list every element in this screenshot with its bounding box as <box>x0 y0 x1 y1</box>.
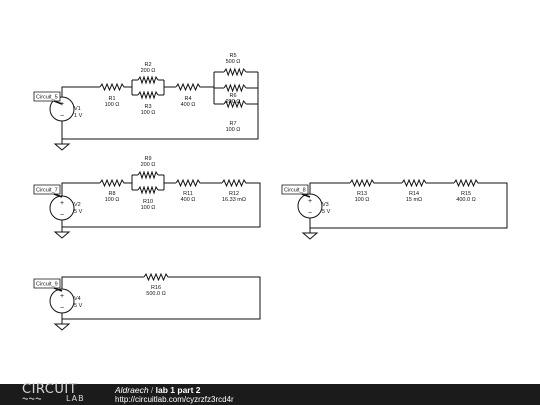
ground-icon <box>53 227 71 239</box>
resistor-r1[interactable] <box>99 82 126 92</box>
r3-value: 100 Ω <box>141 110 156 116</box>
voltage-source-v3[interactable]: + − <box>297 193 323 219</box>
resistor-r3[interactable] <box>137 90 159 100</box>
voltage-source-v2[interactable]: + − <box>49 195 75 221</box>
ground-icon <box>53 139 71 151</box>
breadcrumb-user-link[interactable]: Aldraech <box>115 385 149 395</box>
r9-name: R9 <box>144 156 151 162</box>
voltage-source-v4[interactable]: + − <box>49 288 75 314</box>
resistor-r15[interactable] <box>453 178 480 188</box>
r9-value: 200 Ω <box>141 162 156 168</box>
r11-value: 400 Ω <box>181 197 196 203</box>
resistor-r16[interactable] <box>143 272 170 282</box>
r7-value: 100 Ω <box>226 127 241 133</box>
flag-circuit-c-label: Circuit_8 <box>284 188 306 194</box>
v3-value: 5 V <box>322 209 331 215</box>
v2-value: 5 V <box>74 209 83 215</box>
flag-circuit-d-label: Circuit_9 <box>36 282 58 288</box>
circuit-a-wires <box>61 71 259 140</box>
r8-name: R8 <box>108 191 115 197</box>
plus-sign: + <box>60 293 64 300</box>
resistor-r4[interactable] <box>175 82 202 92</box>
v4-value: 5 V <box>74 303 83 309</box>
r16-value: 500.0 Ω <box>146 291 165 297</box>
circuit-c: R13 100 Ω R14 15 mΩ R15 400.0 Ω + − V3 5… <box>281 178 508 240</box>
r13-value: 100 Ω <box>355 197 370 203</box>
r3-name: R3 <box>144 104 151 110</box>
r15-name: R15 <box>461 191 471 197</box>
resistor-r11[interactable] <box>175 178 202 188</box>
resistor-r6[interactable] <box>223 83 247 93</box>
r4-name: R4 <box>184 96 191 102</box>
resistor-r9[interactable] <box>137 170 159 180</box>
footer-bar: CIRCUIT ⏦⏦⏦ LAB Aldraech / lab 1 part 2 … <box>0 382 540 405</box>
v3-name: V3 <box>322 202 329 208</box>
r2-value: 200 Ω <box>141 68 156 74</box>
r14-value: 15 mΩ <box>406 197 422 203</box>
r7-name: R7 <box>229 121 236 127</box>
circuit-d-wires <box>61 276 261 320</box>
resistor-r5[interactable] <box>223 67 247 77</box>
resistor-r14[interactable] <box>401 178 428 188</box>
v2-name: V2 <box>74 202 81 208</box>
minus-sign: − <box>60 212 64 219</box>
v1-name: V1 <box>74 106 81 112</box>
minus-sign: − <box>60 305 64 312</box>
plus-sign: + <box>60 101 64 108</box>
r1-value: 100 Ω <box>105 102 120 108</box>
r2-name: R2 <box>144 62 151 68</box>
circuit-c-wires <box>309 182 508 229</box>
share-url-link[interactable]: http://circuitlab.com/cyzrzfz3rcd4r <box>115 395 234 404</box>
breadcrumb-separator: / <box>148 385 156 395</box>
circuit-b: R8 100 Ω R9 200 Ω R10 100 Ω R11 400 Ω R1… <box>33 156 261 239</box>
flag-circuit-a-label: Circuit_5 <box>36 95 58 101</box>
logo-wave-icon: ⏦⏦⏦ <box>22 394 42 403</box>
ground-icon <box>53 319 71 331</box>
r10-name: R10 <box>143 199 153 205</box>
r5-value: 500 Ω <box>226 59 241 65</box>
r14-name: R14 <box>409 191 419 197</box>
resistor-r13[interactable] <box>349 178 376 188</box>
r12-name: R12 <box>229 191 239 197</box>
r10-value: 100 Ω <box>141 205 156 211</box>
flag-circuit-b-label: Circuit_7 <box>36 188 58 194</box>
resistor-r10[interactable] <box>137 185 159 195</box>
v4-name: V4 <box>74 296 81 302</box>
schematic-canvas: R1 100 Ω R2 200 Ω R3 100 Ω R4 400 Ω R5 5… <box>33 53 508 331</box>
plus-sign: + <box>308 198 312 205</box>
r4-value: 400 Ω <box>181 102 196 108</box>
r15-value: 400.0 Ω <box>456 197 475 203</box>
circuit-b-wires <box>61 174 261 228</box>
breadcrumb-project-title[interactable]: lab 1 part 2 <box>155 385 201 395</box>
v1-value: 1 V <box>74 113 83 119</box>
breadcrumb: Aldraech / lab 1 part 2 <box>115 385 201 395</box>
minus-sign: − <box>60 113 64 120</box>
plus-sign: + <box>60 200 64 207</box>
ground-icon <box>301 228 319 240</box>
flag-circuit-d[interactable]: Circuit_9 <box>33 278 63 292</box>
r1-name: R1 <box>108 96 115 102</box>
voltage-source-v1[interactable]: + − <box>49 96 75 122</box>
resistor-r7[interactable] <box>223 99 247 109</box>
r6-value: 200 Ω <box>226 99 241 105</box>
r16-name: R16 <box>151 285 161 291</box>
flag-circuit-a[interactable]: Circuit_5 <box>33 91 63 105</box>
r12-value: 16.33 mΩ <box>222 197 246 203</box>
r8-value: 100 Ω <box>105 197 120 203</box>
logo-text-top: CIRCUIT <box>22 382 78 397</box>
r5-name: R5 <box>229 53 236 59</box>
flag-circuit-b[interactable]: Circuit_7 <box>33 184 63 198</box>
minus-sign: − <box>308 210 312 217</box>
resistor-r12[interactable] <box>221 178 248 188</box>
logo-text-bottom: LAB <box>66 394 85 403</box>
circuit-d: R16 500.0 Ω + − V4 5 V Circuit_9 <box>33 272 261 331</box>
r13-name: R13 <box>357 191 367 197</box>
resistor-r2[interactable] <box>137 75 159 85</box>
r6-name: R6 <box>229 93 236 99</box>
circuit-a: R1 100 Ω R2 200 Ω R3 100 Ω R4 400 Ω R5 5… <box>33 53 259 151</box>
resistor-r8[interactable] <box>99 178 126 188</box>
r11-name: R11 <box>183 191 193 197</box>
flag-circuit-c[interactable]: Circuit_8 <box>281 184 311 198</box>
